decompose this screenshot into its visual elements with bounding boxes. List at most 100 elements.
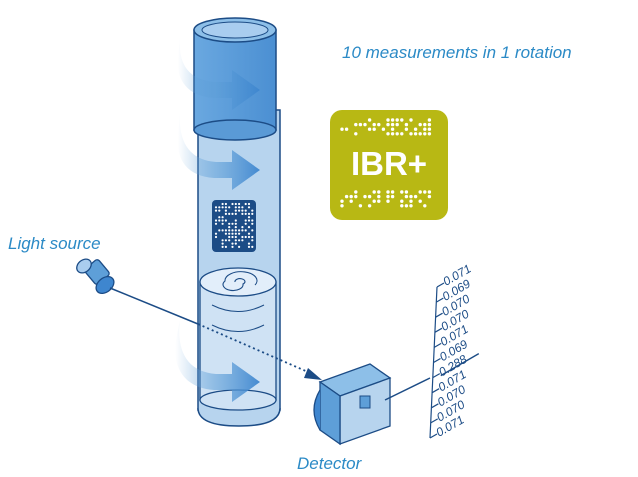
pattern-dot: [228, 232, 231, 235]
measurements-caption: 10 measurements in 1 rotation: [342, 43, 572, 62]
pattern-dot: [231, 202, 234, 206]
tube-bottom: [197, 407, 281, 427]
pattern-dot: [234, 232, 237, 235]
pattern-dot: [367, 118, 372, 122]
pattern-dot: [427, 190, 432, 194]
pattern-dot: [247, 232, 251, 235]
pattern-dot: [377, 194, 381, 199]
pattern-dot: [251, 239, 254, 242]
pattern-dot: [349, 199, 353, 203]
pattern-dot: [241, 226, 244, 229]
pattern-dot: [427, 194, 432, 199]
pattern-dot: [427, 132, 432, 136]
reading-tick: [431, 388, 440, 394]
pattern-dot: [386, 132, 390, 136]
rotation-arrow-middle: [177, 112, 260, 190]
pattern-dot: [340, 127, 344, 131]
pattern-dot: [358, 122, 363, 127]
pattern-dot: [409, 199, 413, 203]
pattern-dot: [367, 194, 372, 199]
pattern-dot: [400, 190, 404, 194]
pattern-dot: [231, 212, 234, 215]
pattern-dot: [224, 245, 227, 248]
pattern-dot: [234, 202, 237, 206]
pattern-dot: [231, 235, 234, 239]
light-beam-arrowhead: [304, 368, 322, 380]
reading-tick: [432, 373, 441, 379]
reading-tick: [431, 403, 439, 409]
pattern-dot: [247, 206, 251, 209]
pattern-dot: [224, 232, 227, 235]
pattern-dot: [228, 222, 231, 225]
pattern-dot: [390, 118, 395, 122]
pattern-dot: [241, 206, 244, 209]
pattern-dot: [244, 235, 247, 239]
pattern-dot: [238, 239, 241, 242]
pattern-dot: [409, 118, 413, 122]
pattern-dot: [214, 206, 218, 209]
reading-tick: [434, 327, 443, 333]
pattern-dot: [418, 190, 422, 194]
pattern-dot: [221, 202, 224, 206]
pattern-dot: [390, 132, 395, 136]
pattern-dot: [234, 209, 237, 212]
pattern-dot: [340, 204, 344, 208]
pattern-dot: [238, 245, 241, 248]
pattern-dot: [218, 219, 221, 222]
pattern-dot: [218, 229, 221, 232]
reading-tick: [430, 418, 438, 424]
reading-tick: [436, 297, 444, 303]
pattern-dot: [363, 194, 367, 199]
light-beam: [109, 287, 199, 325]
pattern-dot: [423, 204, 427, 208]
pattern-dot: [238, 229, 241, 232]
pattern-dot: [404, 194, 409, 199]
pattern-dot: [241, 209, 244, 212]
pattern-dot: [241, 235, 244, 239]
pattern-dot: [247, 216, 251, 219]
ibr-plus-logo: IBR+: [330, 110, 448, 220]
pattern-dot: [372, 122, 376, 127]
pattern-dot: [340, 199, 344, 203]
pattern-dot: [247, 202, 251, 206]
pattern-dot: [214, 222, 218, 225]
pattern-dot: [214, 235, 218, 239]
detector-output-line: [384, 377, 431, 401]
pattern-dot: [218, 206, 221, 209]
pattern-dot: [224, 206, 227, 209]
pattern-dot: [386, 190, 390, 194]
pattern-dot: [247, 219, 251, 222]
pattern-dot: [228, 235, 231, 239]
pattern-dot: [372, 199, 376, 203]
pattern-dot: [390, 127, 395, 131]
pattern-dot: [234, 242, 237, 245]
pattern-dot: [377, 199, 381, 203]
pattern-dot: [395, 122, 399, 127]
pattern-dot: [354, 194, 358, 199]
pattern-dot: [404, 127, 409, 131]
pattern-dot: [221, 222, 224, 225]
pattern-dot: [372, 190, 376, 194]
pattern-dot: [418, 122, 422, 127]
pattern-dot: [244, 209, 247, 212]
pattern-dot: [244, 212, 247, 215]
readings-scale: 0.0710.0690.0700.0700.0710.0690.2880.071…: [429, 261, 480, 440]
pattern-dot: [247, 242, 251, 245]
reading-tick: [435, 312, 443, 318]
pattern-dot: [409, 194, 413, 199]
pattern-dot: [395, 132, 399, 136]
light-beam-through-sample: [197, 323, 309, 373]
pattern-dot: [244, 222, 247, 225]
detector-icon: [313, 363, 392, 446]
pattern-dot: [400, 118, 404, 122]
pattern-dot: [409, 204, 413, 208]
pattern-dot: [221, 229, 224, 232]
pattern-dot: [228, 206, 231, 209]
pattern-dot: [404, 204, 409, 208]
pattern-dot: [224, 212, 227, 215]
pattern-dot: [390, 122, 395, 127]
pattern-dot: [386, 118, 390, 122]
pattern-dot: [418, 132, 422, 136]
pattern-dot: [386, 194, 390, 199]
datamatrix-code: [212, 200, 256, 252]
